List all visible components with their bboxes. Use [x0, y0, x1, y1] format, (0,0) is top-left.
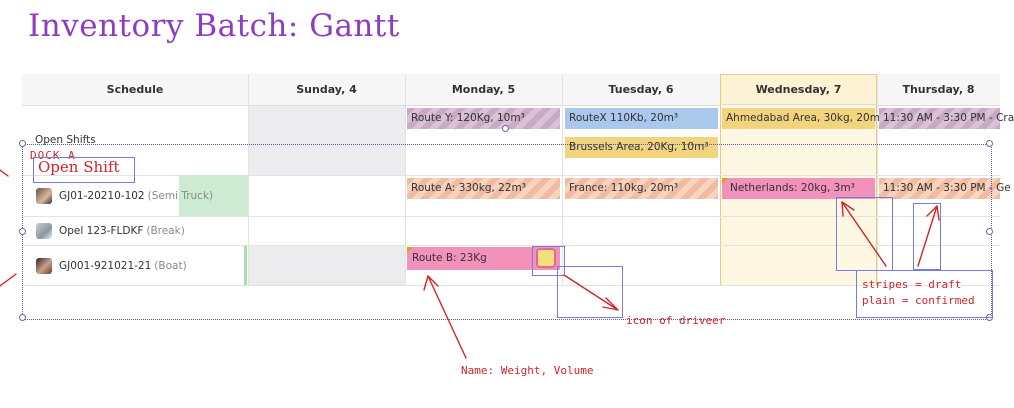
annotation-box-driver-icon — [532, 246, 565, 276]
annotation-icon-driver: icon of driveer — [626, 314, 726, 327]
row-label-text: GJ01-20210-102 — [59, 189, 145, 202]
annotation-box-thursday — [913, 203, 941, 270]
row-divider — [22, 245, 1000, 246]
annotation-box-icon-note — [557, 266, 623, 318]
row-semi-truck[interactable]: GJ01-20210-102 (Semi Truck) — [22, 175, 248, 216]
row-divider — [22, 216, 1000, 217]
shift-pill-route-b[interactable]: Route B: 23Kg — [407, 247, 560, 270]
annotation-box-netherlands — [836, 197, 893, 271]
row-label-detail: (Break) — [146, 224, 185, 237]
selection-handle[interactable] — [19, 140, 26, 147]
annotation-open-shift: Open Shift — [38, 158, 120, 176]
shift-pill-netherlands[interactable]: Netherlands: 20kg, 3m³ — [722, 178, 875, 199]
pill-text: Netherlands: 20kg, 3m³ — [730, 182, 855, 194]
col-divider — [248, 74, 249, 286]
schedule-header: Schedule — [22, 74, 248, 106]
arrow-boat — [0, 273, 17, 287]
selection-handle[interactable] — [986, 140, 993, 147]
row-divider — [22, 285, 1000, 286]
vehicle-avatar — [36, 222, 52, 239]
header-tuesday[interactable]: Tuesday, 6 — [562, 74, 720, 106]
driver-avatar — [36, 187, 52, 204]
annotation-box-legend — [856, 270, 993, 318]
selection-handle[interactable] — [986, 228, 993, 235]
pill-text: Route B: 23Kg — [412, 252, 487, 264]
header-monday[interactable]: Monday, 5 — [405, 74, 562, 106]
row-opel[interactable]: Opel 123-FLDKF (Break) — [22, 216, 248, 245]
row-boat[interactable]: GJ001-921021-21 (Boat) — [22, 246, 248, 285]
annotation-box-open-shift — [33, 157, 135, 183]
row-status-tab — [179, 175, 248, 216]
sunday-shade-bottom — [248, 246, 405, 286]
row-label-detail: (Semi Truck) — [147, 189, 214, 202]
gantt-grid: Schedule Sunday, 4 Monday, 5 Tuesday, 6 … — [22, 74, 1014, 286]
annotation-stripes-draft: stripes = draft — [862, 278, 962, 291]
shift-pill-route-y[interactable]: Route Y: 120Kg, 10m³ — [407, 108, 560, 129]
shift-pill-ahmedabad[interactable]: Ahmedabad Area, 30kg, 20m³ — [722, 108, 884, 129]
row-open-shifts[interactable]: Open Shifts — [22, 132, 261, 148]
sunday-shade-top — [248, 106, 405, 175]
annotation-name-weight-volume: Name: Weight, Volume — [461, 364, 594, 377]
driver-icon[interactable] — [536, 248, 556, 268]
selection-handle[interactable] — [19, 314, 26, 321]
shift-pill-routex[interactable]: RouteX 110Kb, 20m³ — [565, 108, 718, 129]
row-divider — [22, 175, 1000, 176]
selection-handle[interactable] — [19, 228, 26, 235]
col-divider — [877, 74, 878, 286]
driver-avatar — [36, 257, 52, 274]
page-title: Inventory Batch: Gantt — [28, 8, 400, 44]
shift-pill-thursday-open[interactable]: 11:30 AM - 3:30 PM - Cra — [879, 108, 1014, 129]
arrow-dock — [0, 169, 9, 177]
shift-pill-france[interactable]: France: 110kg, 20m³ — [565, 178, 718, 199]
row-label-text: Opel 123-FLDKF — [59, 224, 144, 237]
header-thursday[interactable]: Thursday, 8 — [877, 74, 1000, 106]
row-label-text: GJ001-921021-21 — [59, 259, 152, 272]
annotation-dock: DOCK A — [30, 149, 76, 162]
selection-handle[interactable] — [502, 125, 509, 132]
header-wednesday[interactable]: Wednesday, 7 — [720, 74, 877, 105]
row-status-tab — [244, 246, 247, 285]
header-sunday[interactable]: Sunday, 4 — [248, 74, 405, 106]
corner-marker — [407, 247, 413, 253]
shift-pill-thursday-truck[interactable]: 11:30 AM - 3:30 PM - Ge — [879, 178, 1011, 199]
col-divider — [562, 74, 563, 286]
row-label-detail: (Boat) — [154, 259, 187, 272]
corner-marker — [722, 178, 728, 184]
col-divider — [405, 74, 406, 286]
row-label-text: Open Shifts — [35, 134, 96, 146]
shift-pill-route-a[interactable]: Route A: 330kg, 22m³ — [407, 178, 560, 199]
annotation-plain-confirmed: plain = confirmed — [862, 294, 975, 307]
